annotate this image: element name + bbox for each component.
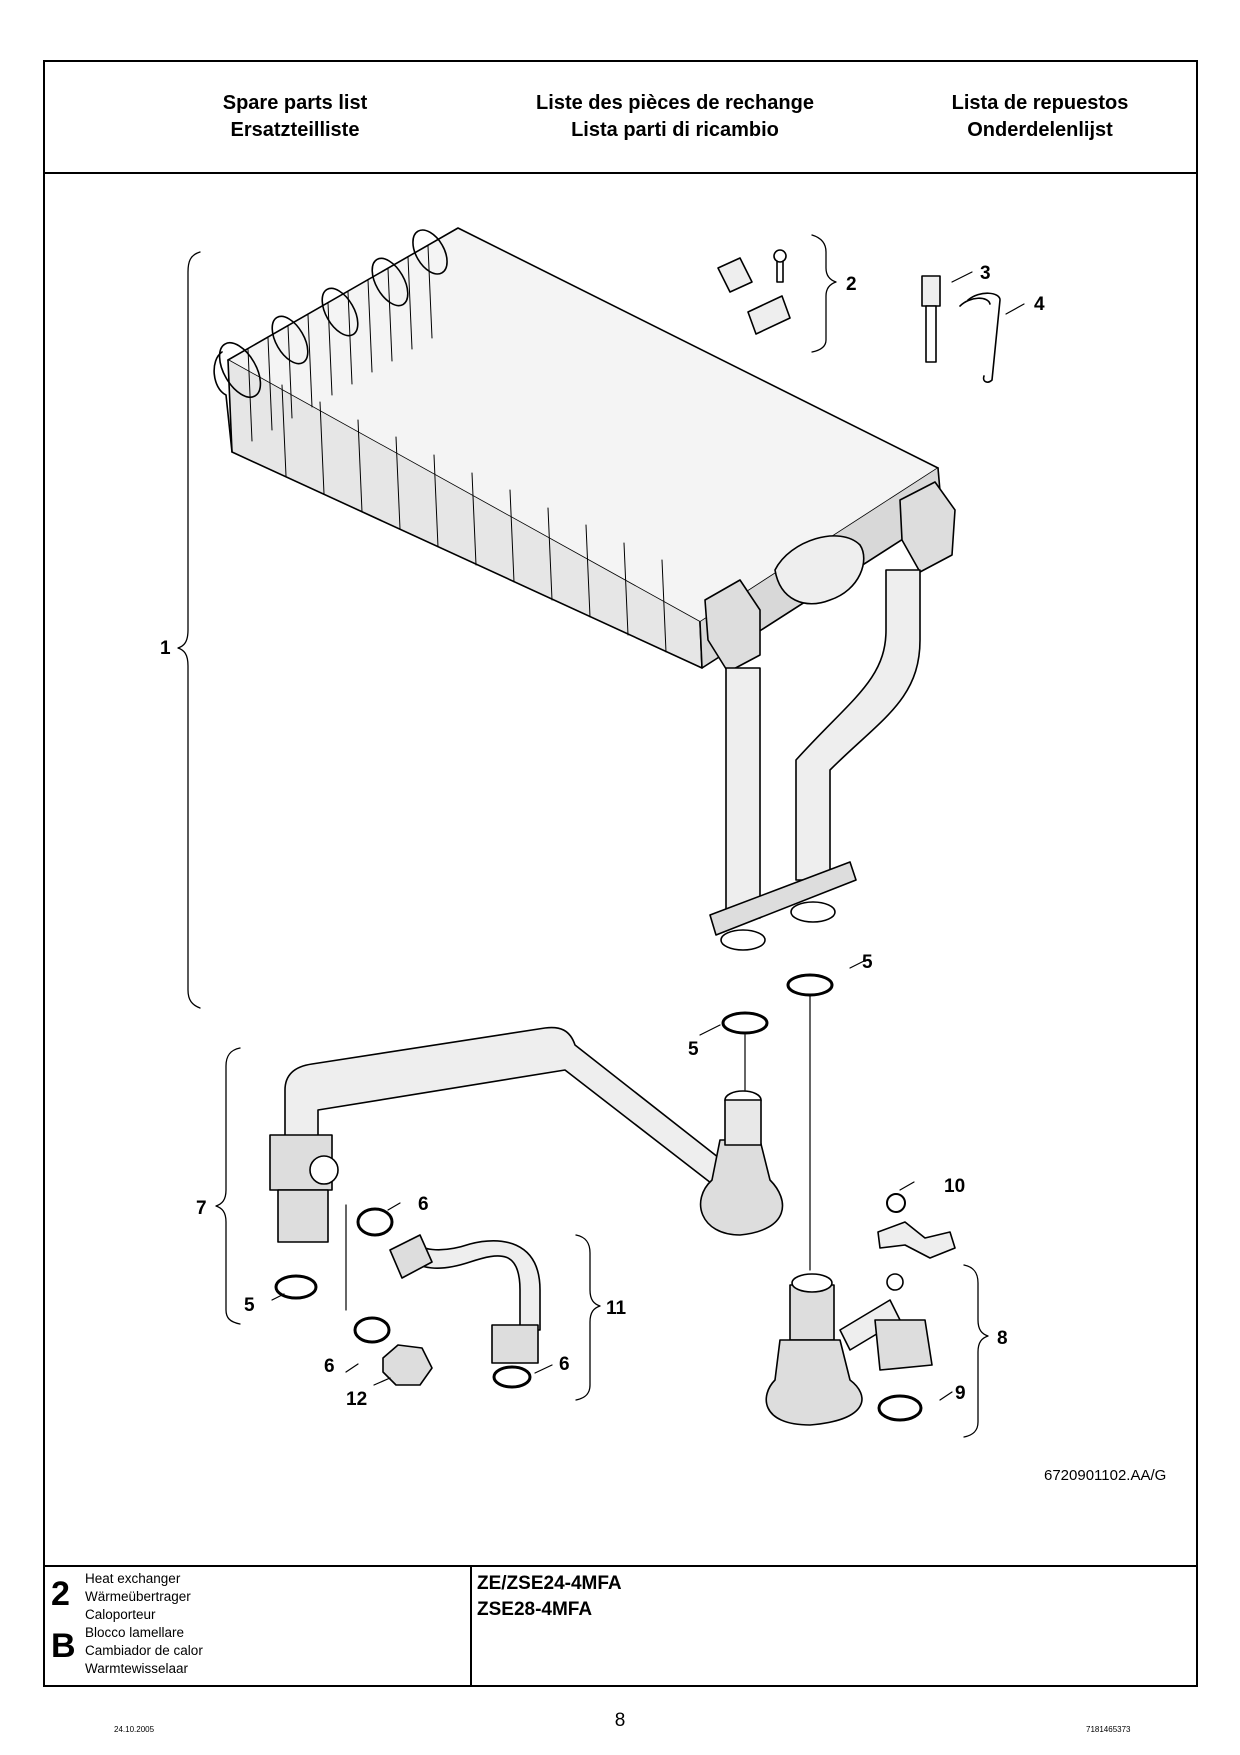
header-col-spanish-dutch: Lista de repuestos Onderdelenlijst bbox=[890, 90, 1190, 144]
plug-12-illustration bbox=[382, 1344, 433, 1386]
callout-11: 11 bbox=[606, 1298, 627, 1319]
sensor-clip-illustration bbox=[959, 292, 1001, 383]
page-frame: Spare parts list Ersatzteilliste Liste d… bbox=[43, 60, 1198, 1687]
callout-6-lower: 6 bbox=[324, 1356, 335, 1377]
seal-ring-6-upper bbox=[356, 1207, 394, 1237]
seal-ring-5-upper bbox=[786, 973, 834, 997]
callout-10: 10 bbox=[944, 1176, 965, 1197]
brace-8 bbox=[963, 1264, 989, 1438]
title-de: Ersatzteilliste bbox=[230, 119, 360, 141]
callout-9: 9 bbox=[955, 1383, 966, 1404]
seal-ring-5-middle bbox=[721, 1011, 769, 1035]
callout-6-upper: 6 bbox=[418, 1194, 429, 1215]
connection-pipe-11-illustration bbox=[389, 1234, 541, 1364]
page-number: 8 bbox=[614, 1710, 626, 1731]
desc-fr: Caloporteur bbox=[85, 1607, 156, 1622]
part-description-list: Heat exchanger Wärmeübertrager Caloporte… bbox=[85, 1570, 203, 1678]
callout-6-right: 6 bbox=[559, 1354, 570, 1375]
callout-4: 4 bbox=[1034, 294, 1045, 315]
callout-7: 7 bbox=[196, 1198, 207, 1219]
lock-washer-10 bbox=[886, 1193, 906, 1213]
title-es: Lista de repuestos bbox=[951, 92, 1129, 114]
model-1: ZE/ZSE24-4MFA bbox=[477, 1573, 622, 1594]
model-2: ZSE28-4MFA bbox=[477, 1599, 593, 1620]
seal-ring-9 bbox=[877, 1394, 923, 1422]
group-letter: B bbox=[51, 1627, 76, 1665]
title-nl: Onderdelenlijst bbox=[967, 119, 1113, 141]
footer-divider bbox=[470, 1567, 472, 1685]
desc-es: Cambiador de calor bbox=[85, 1643, 203, 1658]
callout-12: 12 bbox=[346, 1389, 367, 1410]
seal-ring-6-lower bbox=[353, 1316, 391, 1344]
drawing-reference: 6720901102.AA/G bbox=[1044, 1467, 1166, 1484]
bracket-illustration bbox=[877, 1221, 956, 1259]
header-col-english-german: Spare parts list Ersatzteilliste bbox=[145, 90, 445, 144]
desc-en: Heat exchanger bbox=[85, 1571, 181, 1586]
seal-ring-5-left bbox=[274, 1274, 318, 1300]
valve-assembly-8-illustration bbox=[765, 1273, 933, 1426]
heat-exchanger-illustration bbox=[213, 227, 956, 673]
document-code: 7181465373 bbox=[1086, 1725, 1131, 1734]
seal-ring-6-right bbox=[492, 1365, 532, 1389]
brace-11 bbox=[575, 1234, 601, 1401]
title-it: Lista parti di ricambio bbox=[571, 119, 779, 141]
desc-it: Blocco lamellare bbox=[85, 1625, 185, 1640]
callout-8: 8 bbox=[997, 1328, 1008, 1349]
flow-pipe-7-illustration bbox=[269, 1026, 784, 1243]
callout-5-middle: 5 bbox=[688, 1039, 699, 1060]
title-fr: Liste des pièces de rechange bbox=[536, 92, 814, 114]
temperature-sensor-illustration bbox=[921, 275, 941, 363]
group-number: 2 bbox=[51, 1575, 70, 1613]
desc-de: Wärmeübertrager bbox=[85, 1589, 191, 1604]
brace-2 bbox=[811, 234, 837, 353]
desc-nl: Warmtewisselaar bbox=[85, 1661, 189, 1676]
brace-7 bbox=[215, 1047, 241, 1325]
footer: 2 B Heat exchanger Wärmeübertrager Calop… bbox=[45, 1565, 1196, 1685]
callout-5-left: 5 bbox=[244, 1295, 255, 1316]
callout-2: 2 bbox=[846, 274, 857, 295]
heat-exchanger-pipes bbox=[709, 569, 921, 951]
callout-3: 3 bbox=[980, 263, 991, 284]
brace-1 bbox=[177, 251, 201, 1009]
callout-5-upper: 5 bbox=[862, 952, 873, 973]
clip-and-screw-illustration bbox=[717, 249, 791, 335]
header-col-french-italian: Liste des pièces de rechange Lista parti… bbox=[475, 90, 875, 144]
header: Spare parts list Ersatzteilliste Liste d… bbox=[45, 62, 1196, 174]
title-en: Spare parts list bbox=[222, 92, 368, 114]
callout-1: 1 bbox=[160, 638, 171, 659]
model-list: ZE/ZSE24-4MFA ZSE28-4MFA bbox=[477, 1571, 622, 1623]
print-date: 24.10.2005 bbox=[114, 1725, 155, 1734]
